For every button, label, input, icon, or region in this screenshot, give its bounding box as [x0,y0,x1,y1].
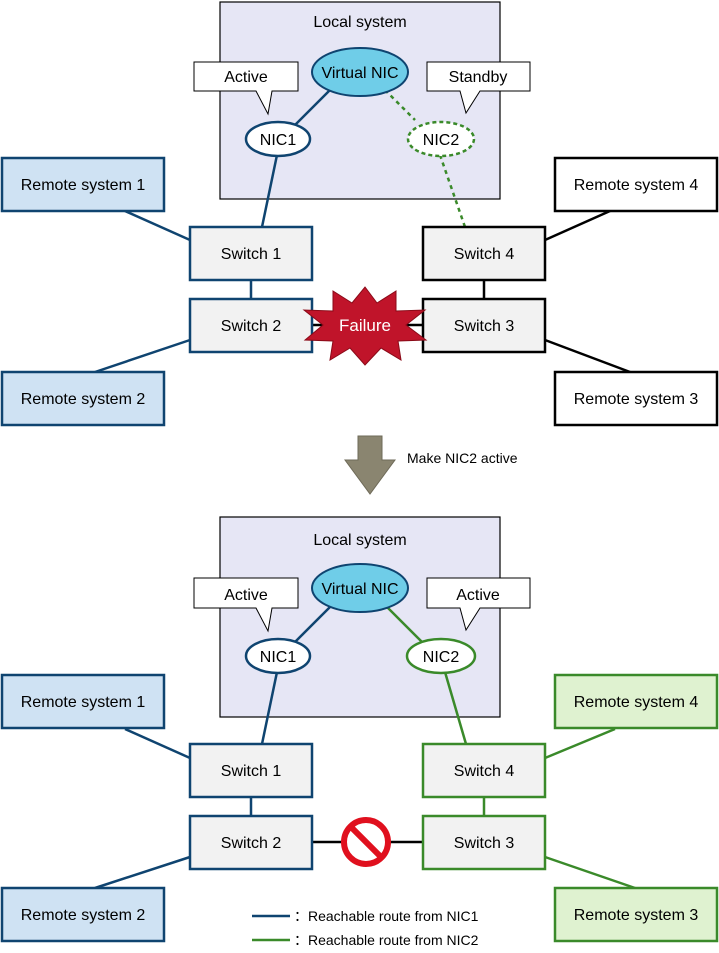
top-switch-3-label: Switch 3 [454,318,515,335]
bottom-remote-system-4 [553,673,719,730]
bottom-link-vnic-nic1 [294,601,336,643]
bottom-link-nic1-switch1 [260,671,279,745]
top-switch-1 [188,225,314,282]
bottom-local-system-label: Local system [313,532,406,549]
top-switch-4-label: Switch 4 [454,246,515,263]
bottom-callout-nic2 [426,577,531,632]
top-remote-system-3 [553,370,719,427]
top-switch-1-label: Switch 1 [221,246,282,263]
top-remote-system-1 [0,156,166,213]
bottom-link-switch2-remote2 [94,855,191,890]
bottom-switch-2 [188,814,314,871]
legend-nic2-label: ：Reachable route from NIC2 [294,932,479,948]
top-link-switch2-remote2 [94,338,191,374]
bottom-switch-3-label: Switch 3 [454,835,515,852]
bottom-switch-4-label: Switch 4 [454,763,515,780]
bottom-remote-system-1 [0,673,166,730]
bottom-switch-2-label: Switch 2 [221,835,282,852]
bottom-switch-4 [421,742,547,799]
top-callout-nic2-label: Standby [449,69,508,86]
prohibited-icon [341,817,391,867]
top-switch-2-label: Switch 2 [221,318,282,335]
bottom-nic2-label: NIC2 [423,649,460,666]
top-callout-nic1-label: Active [224,69,268,86]
top-nic1 [244,120,312,158]
top-link-vnic-nic2 [384,89,416,121]
transition-label: Make NIC2 active [407,450,518,466]
top-switch-4 [421,225,547,282]
top-nic1-label: NIC1 [260,132,297,149]
top-remote-system-3-label: Remote system 3 [574,391,699,408]
bottom-switch-1 [188,742,314,799]
top-link-nic1-switch1 [260,154,279,228]
bottom-callout-nic1 [193,577,299,633]
top-remote-system-2 [0,370,166,427]
top-callout-nic2 [426,61,531,115]
bottom-remote-system-1-label: Remote system 1 [21,694,146,711]
bottom-remote-system-3 [553,886,719,943]
bottom-remote-system-4-label: Remote system 4 [574,694,699,711]
bottom-remote-system-2 [0,886,166,943]
failure-label: Failure [339,316,391,335]
top-callout-nic1 [193,61,299,116]
top-link-vnic-nic1 [294,84,336,126]
top-link-switch4-remote4 [544,209,611,242]
bottom-nic1-label: NIC1 [260,649,297,666]
bottom-link-switch4-remote4 [544,727,616,760]
top-link-switch3-remote3 [544,338,631,374]
bottom-nic2 [405,637,477,675]
bottom-switch-3 [421,814,547,871]
legend: ：Reachable route from NIC1 ：Reachable ro… [252,908,479,948]
failure-burst-icon [302,286,428,366]
bottom-link-nic2-switch4 [443,671,468,745]
bottom-nic1 [244,637,312,675]
bottom-link-switch3-remote3 [544,855,636,890]
bottom-switch-1-label: Switch 1 [221,763,282,780]
bottom-remote-system-3-label: Remote system 3 [574,907,699,924]
bottom-link-switch1-remote1 [124,727,191,760]
top-remote-system-4-label: Remote system 4 [574,177,699,194]
bottom-callout-nic1-label: Active [224,587,268,604]
top-link-switch1-remote1 [124,209,191,242]
legend-nic1-label: ：Reachable route from NIC1 [294,908,479,924]
top-remote-system-1-label: Remote system 1 [21,177,146,194]
bottom-link-vnic-nic2 [384,604,423,643]
transition-arrow: Make NIC2 active [344,435,518,495]
top-switch-3 [421,297,547,354]
bottom-remote-system-2-label: Remote system 2 [21,907,146,924]
bottom-diagram: Local system Virtual NIC NIC1 NIC2 Activ… [0,516,719,943]
down-arrow-icon [344,435,396,495]
top-nic2-label: NIC2 [423,132,460,149]
top-virtual-nic [311,47,409,97]
top-nic2 [406,120,476,158]
top-diagram: Local system Virtual NIC NIC1 NIC2 Activ… [0,1,719,427]
top-remote-system-2-label: Remote system 2 [21,391,146,408]
bottom-callout-nic2-label: Active [456,587,500,604]
top-remote-system-4 [553,156,719,213]
bottom-virtual-nic-label: Virtual NIC [321,581,398,598]
top-switch-2 [188,297,314,354]
top-virtual-nic-label: Virtual NIC [321,65,398,82]
bottom-virtual-nic [311,563,409,613]
top-local-system-label: Local system [313,14,406,31]
